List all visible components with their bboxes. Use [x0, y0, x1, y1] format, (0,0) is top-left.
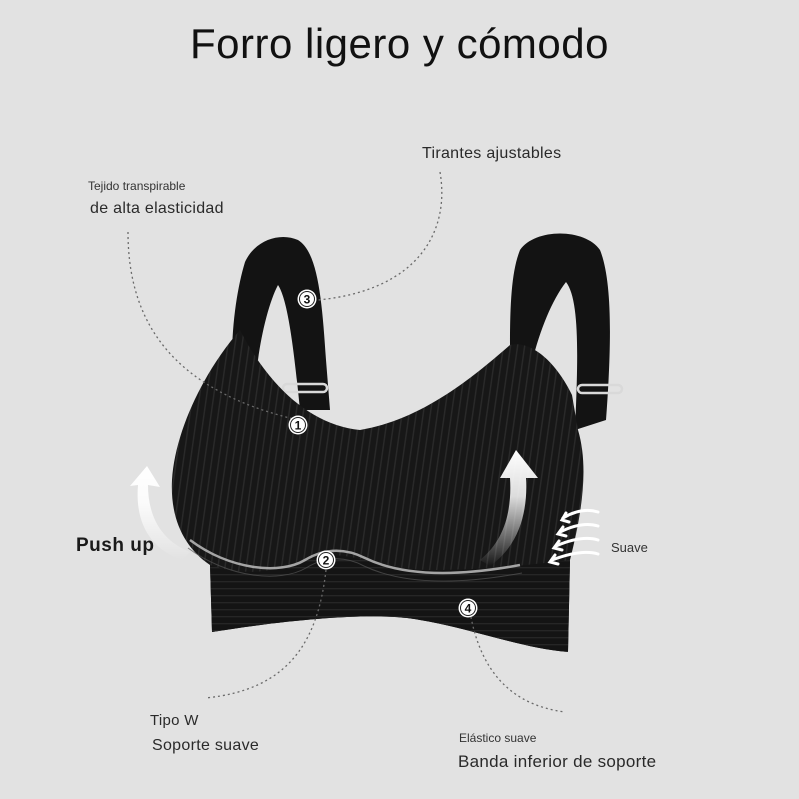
w-support-line	[189, 538, 521, 575]
left-strap	[232, 236, 330, 410]
right-pushup-arrow	[480, 450, 538, 566]
right-strap	[510, 233, 610, 430]
callout-band-small: Elástico suave	[459, 731, 537, 745]
callout-wire-main: Soporte suave	[152, 737, 260, 754]
marker-1: 1	[288, 415, 308, 435]
callout-soft: Suave	[611, 540, 648, 555]
svg-text:3: 3	[304, 293, 311, 307]
svg-text:1: 1	[295, 419, 302, 433]
right-strap-adjuster	[576, 383, 624, 395]
marker-2: 2	[316, 550, 336, 570]
left-strap-adjuster	[281, 382, 329, 394]
callout-band-main: Banda inferior de soporte	[458, 752, 657, 771]
callout-straps: Tirantes ajustables	[422, 145, 562, 162]
leader-band	[469, 611, 566, 713]
callout-fabric-main: de alta elasticidad	[90, 200, 224, 217]
leader-wire	[204, 569, 327, 699]
marker-4: 4	[458, 598, 478, 618]
page-title: Forro ligero y cómodo	[190, 20, 609, 67]
leader-fabric	[127, 231, 299, 421]
callout-wire-small: Tipo W	[150, 712, 199, 729]
callout-fabric-small: Tejido transpirable	[88, 179, 186, 193]
leader-straps	[317, 171, 443, 301]
callout-pushup: Push up	[76, 535, 155, 556]
left-pushup-arrow	[130, 466, 190, 560]
svg-text:2: 2	[323, 554, 330, 568]
svg-text:4: 4	[465, 602, 472, 616]
soft-side-arrows	[547, 508, 600, 566]
marker-3: 3	[297, 289, 317, 309]
